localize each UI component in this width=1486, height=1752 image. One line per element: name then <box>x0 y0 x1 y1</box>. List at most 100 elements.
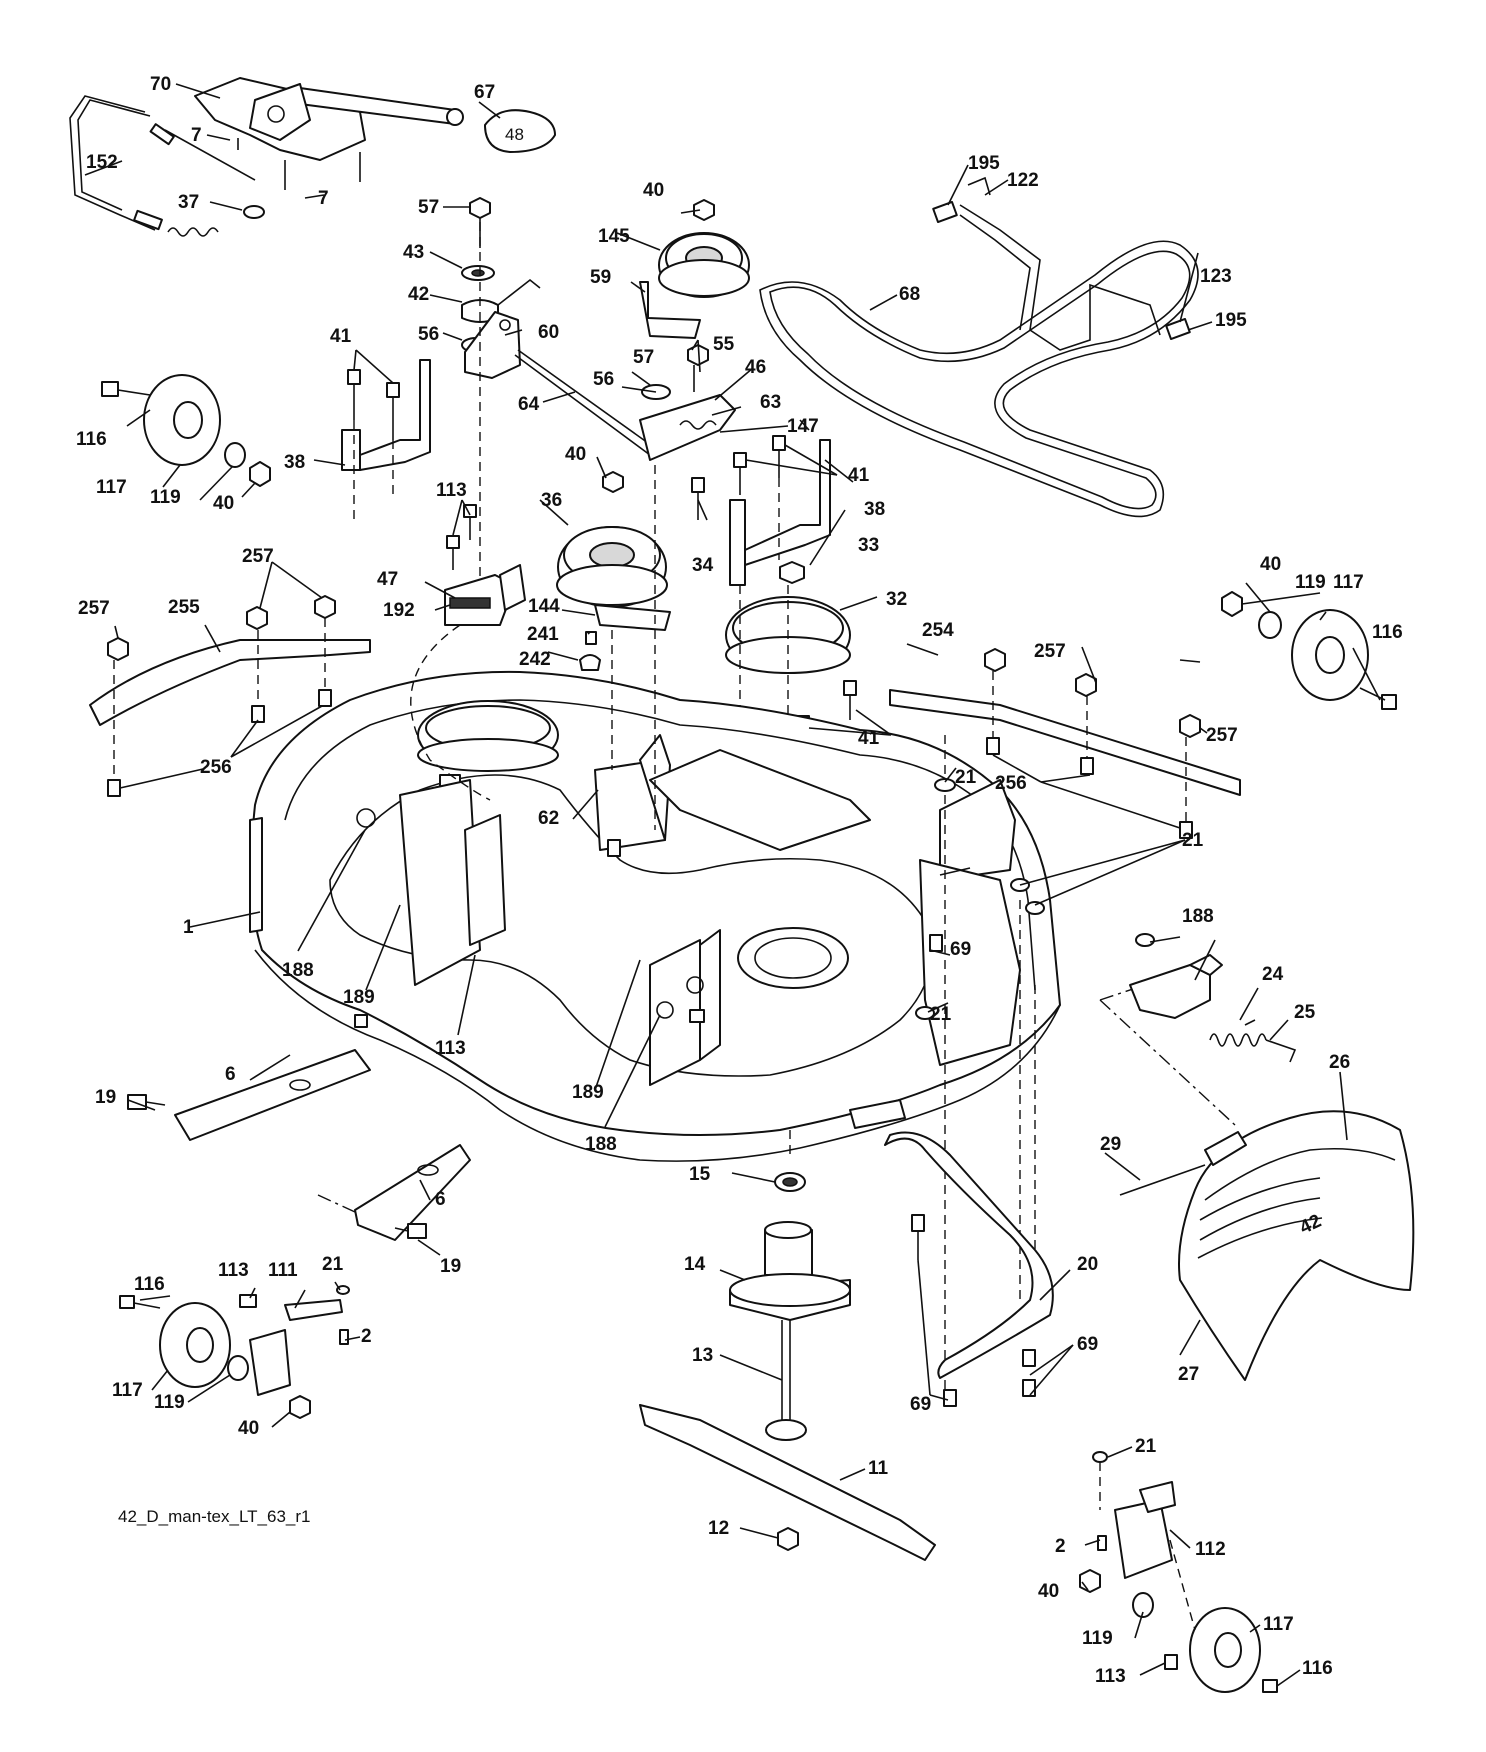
idler-pulley-145 <box>658 199 750 298</box>
label-256-right: 256 <box>995 773 1027 794</box>
label-29: 29 <box>1100 1134 1121 1155</box>
label-2-right: 2 <box>1055 1536 1066 1557</box>
label-47: 47 <box>377 569 398 590</box>
label-117-bottom-right: 117 <box>1263 1614 1294 1635</box>
label-145: 145 <box>598 226 630 247</box>
idler-pulley-36 <box>556 471 668 608</box>
label-46: 46 <box>745 357 766 378</box>
label-21-bottom-right: 21 <box>1135 1436 1157 1457</box>
drive-belt <box>759 240 1199 518</box>
label-112: 112 <box>1195 1539 1226 1560</box>
label-37: 37 <box>178 192 199 213</box>
label-41-left: 41 <box>330 326 352 347</box>
label-241: 241 <box>527 624 559 645</box>
label-6-lower: 6 <box>435 1189 446 1210</box>
mower-deck <box>249 670 1061 1162</box>
label-38-left: 38 <box>284 452 305 473</box>
label-40-bottom-left: 40 <box>238 1418 259 1439</box>
label-34: 34 <box>692 555 714 576</box>
label-59: 59 <box>590 267 611 288</box>
label-21-bottom-left: 21 <box>322 1254 344 1275</box>
label-41-right-top: 41 <box>848 465 870 486</box>
label-113-bottom-right: 113 <box>1095 1666 1126 1687</box>
label-122: 122 <box>1007 170 1039 191</box>
gauge-wheel-bottom-left <box>119 1285 350 1419</box>
washer-37 <box>243 205 265 219</box>
label-60: 60 <box>538 322 559 343</box>
label-7-upper: 7 <box>191 125 202 146</box>
label-62: 62 <box>538 808 559 829</box>
label-1: 1 <box>183 917 194 938</box>
leader-lines <box>84 83 1381 1687</box>
label-68: 68 <box>899 284 920 305</box>
label-19-left: 19 <box>95 1087 116 1108</box>
belt-guide <box>932 176 1191 351</box>
label-32: 32 <box>886 589 907 610</box>
label-119-top-left: 119 <box>150 487 181 508</box>
label-117-top-right: 117 <box>1333 572 1364 593</box>
label-152: 152 <box>86 152 118 173</box>
label-15: 15 <box>689 1164 711 1185</box>
label-42: 42 <box>408 284 429 305</box>
label-21-lower: 21 <box>930 1004 952 1025</box>
label-23: 188 <box>1182 906 1214 927</box>
label-26: 26 <box>1329 1052 1350 1073</box>
label-14: 14 <box>684 1254 706 1275</box>
label-41-right-bottom: 41 <box>858 728 880 749</box>
label-40-bottom-right: 40 <box>1038 1581 1059 1602</box>
label-19-lower: 19 <box>440 1256 461 1277</box>
label-63: 63 <box>760 392 781 413</box>
label-188-right: 188 <box>585 1134 617 1155</box>
label-69-bottom: 69 <box>910 1394 931 1415</box>
spring-25 <box>1209 1019 1297 1063</box>
label-57-upper: 57 <box>418 197 439 218</box>
label-119-bottom-left: 119 <box>154 1392 185 1413</box>
label-40-top-left: 40 <box>213 493 234 514</box>
label-144: 144 <box>528 596 560 617</box>
callout-labels: 70 67 7 7 152 37 57 43 42 56 60 64 41 38… <box>76 74 1403 1687</box>
hanger-bracket-23 <box>1129 954 1223 1019</box>
gauge-wheel-bottom-right <box>1079 1451 1278 1693</box>
label-254: 254 <box>922 620 954 641</box>
lift-cable <box>69 95 256 237</box>
label-257-top-left: 257 <box>242 546 274 567</box>
spindle-pulley-32 <box>725 561 851 820</box>
label-21-right: 21 <box>1182 830 1204 851</box>
label-257-right: 257 <box>1206 725 1238 746</box>
label-119-top-right: 119 <box>1295 572 1326 593</box>
label-188-left: 188 <box>282 960 314 981</box>
label-113-deck: 113 <box>435 1038 466 1059</box>
lift-bracket-assembly <box>194 77 464 190</box>
label-111: 111 <box>268 1260 298 1281</box>
label-255: 255 <box>168 597 200 618</box>
label-70: 70 <box>150 74 171 95</box>
label-123: 123 <box>1200 266 1232 287</box>
label-12: 12 <box>708 1518 729 1539</box>
label-43: 43 <box>403 242 424 263</box>
label-116-bottom-left: 116 <box>134 1274 165 1295</box>
label-27: 27 <box>1178 1364 1199 1385</box>
label-117-bottom-left: 117 <box>112 1380 143 1401</box>
label-21-top: 21 <box>955 767 977 788</box>
label-56-middle: 56 <box>593 369 614 390</box>
bracket-47 <box>444 504 526 626</box>
front-link-upper <box>127 1049 371 1141</box>
label-242: 242 <box>519 649 551 670</box>
label-117-top-left: 117 <box>96 477 127 498</box>
label-56-left: 56 <box>418 324 439 345</box>
stabilizer-bar-left <box>89 595 371 797</box>
label-20: 20 <box>1077 1254 1098 1275</box>
bracket-59 <box>639 281 701 339</box>
label-147: 147 <box>787 416 819 437</box>
label-256-left: 256 <box>200 757 232 778</box>
drawing-reference-code: 42_D_man-tex_LT_63_r1 <box>118 1507 310 1526</box>
label-33: 33 <box>858 535 879 556</box>
label-195-right: 195 <box>1215 310 1247 331</box>
label-7-lower: 7 <box>318 188 329 209</box>
gauge-wheel-top-right <box>1221 591 1397 710</box>
label-113-top: 113 <box>436 480 467 501</box>
label-13: 13 <box>692 1345 713 1366</box>
label-69-right: 69 <box>1077 1334 1098 1355</box>
label-189-right: 189 <box>572 1082 604 1103</box>
bolt-34 <box>691 477 705 520</box>
